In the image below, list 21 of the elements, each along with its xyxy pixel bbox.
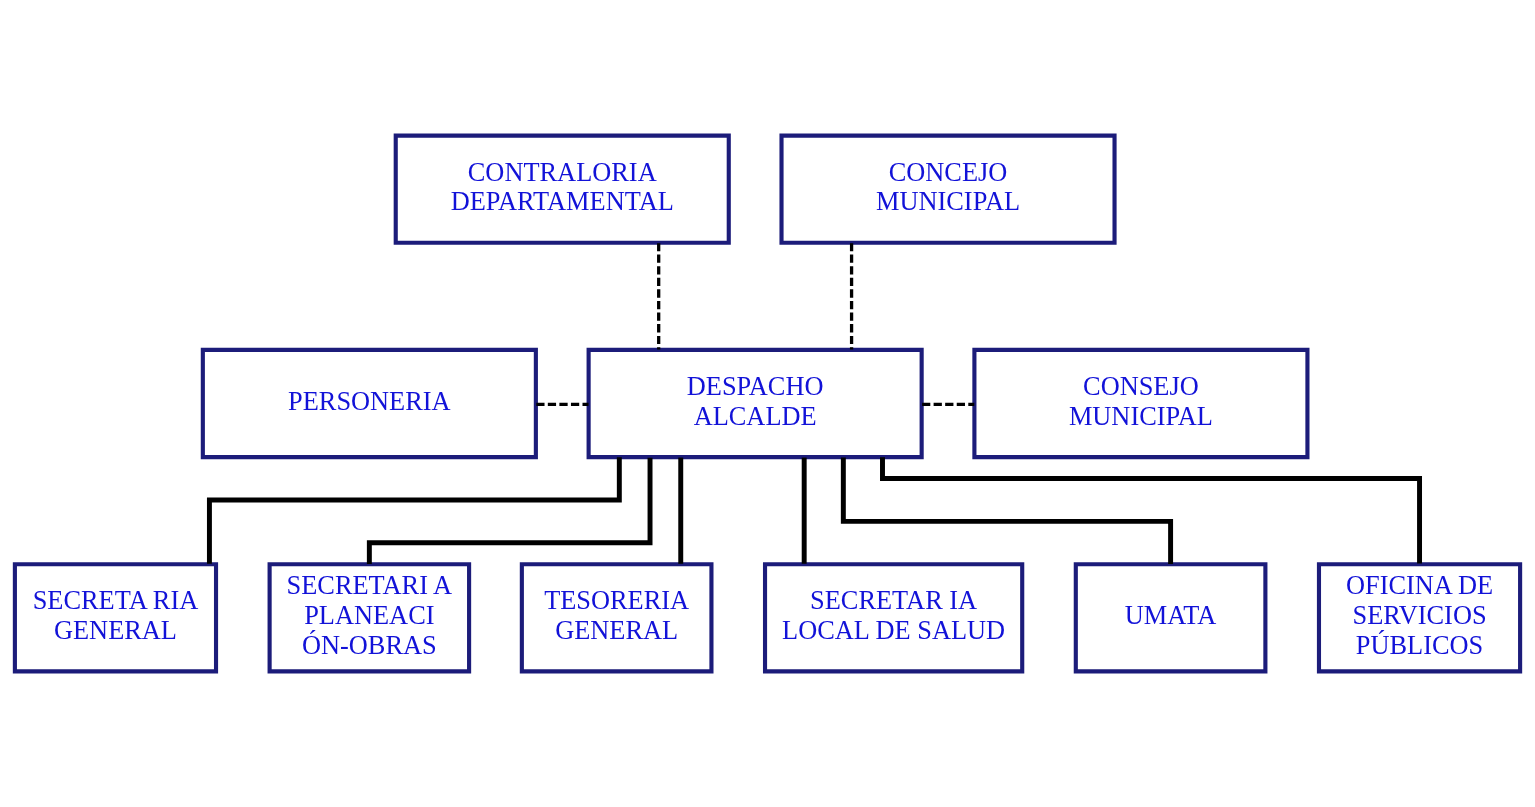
connector <box>801 457 807 564</box>
node-box: TESORERIA GENERAL <box>519 562 714 674</box>
node-box: SECRETARI A PLANEACI ÓN-OBRAS <box>267 562 472 674</box>
connector <box>849 243 854 350</box>
connector <box>678 457 684 564</box>
node-box: CONCEJO MUNICIPAL <box>779 133 1117 245</box>
node-box: UMATA <box>1073 562 1268 674</box>
connector <box>657 243 661 350</box>
node-box: CONTRALORIA DEPARTAMENTAL <box>393 133 731 245</box>
node-box: SECRETA RIA GENERAL <box>12 562 219 674</box>
node-box: SECRETAR IA LOCAL DE SALUD <box>762 562 1025 674</box>
node-box: OFICINA DE SERVICIOS PÚBLICOS <box>1316 562 1523 674</box>
connector <box>840 457 1174 564</box>
connector <box>536 402 589 406</box>
connector <box>880 457 1422 564</box>
connector <box>206 457 622 564</box>
node-box: DESPACHO ALCALDE <box>586 347 924 460</box>
connector <box>922 402 975 406</box>
node-box: PERSONERIA <box>200 347 538 460</box>
connector <box>366 457 653 565</box>
node-box: CONSEJO MUNICIPAL <box>972 347 1310 460</box>
